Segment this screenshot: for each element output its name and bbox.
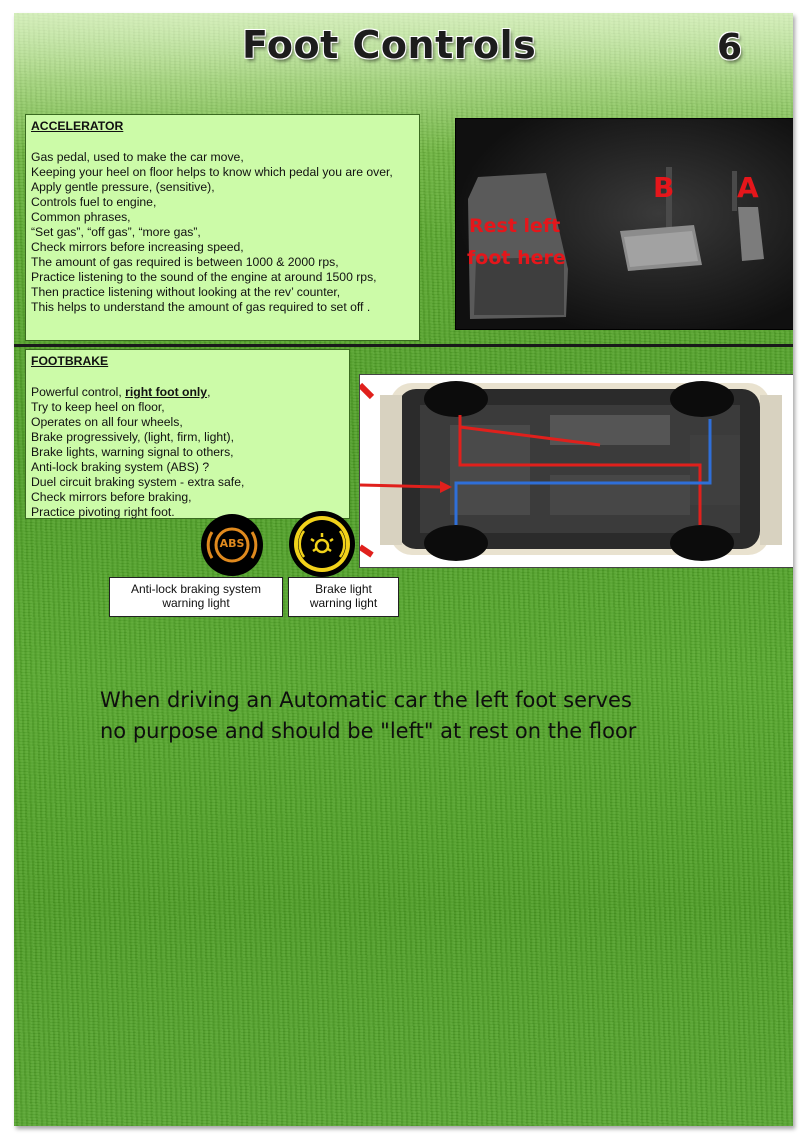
accelerator-line: This helps to understand the amount of g… — [31, 300, 371, 314]
note-line2: no purpose and should be "left" at rest … — [100, 719, 637, 743]
page-number: 6 — [717, 27, 743, 68]
abs-label-line2: warning light — [162, 596, 230, 610]
footbrake-line: Practice pivoting right foot. — [31, 505, 175, 519]
footbrake-heading: FOOTBRAKE — [31, 354, 109, 368]
car-underside-photo — [359, 374, 793, 568]
accelerator-heading: ACCELERATOR — [31, 119, 124, 133]
footbrake-line: Brake progressively, (light, firm, light… — [31, 430, 234, 444]
footbrake-line-1-emphasis: right foot only — [125, 385, 208, 399]
rest-foot-label-line1: Rest left — [469, 215, 561, 237]
accelerator-line: Controls fuel to engine, — [31, 195, 157, 209]
accelerator-line: Gas pedal, used to make the car move, — [31, 150, 244, 164]
abs-label-line1: Anti-lock braking system — [130, 582, 262, 596]
accelerator-line: The amount of gas required is between 10… — [31, 255, 339, 269]
brake-light-label: Brake light warning light — [288, 577, 399, 617]
accelerator-line: Keeping your heel on floor helps to know… — [31, 165, 393, 179]
abs-warning-label: Anti-lock braking system warning light — [109, 577, 283, 617]
footbrake-line-1-prefix: Powerful control, — [31, 385, 126, 399]
pedal-label-a: A — [737, 171, 759, 204]
brake-label-line1: Brake light — [315, 582, 372, 596]
brake-label-line2: warning light — [309, 596, 378, 610]
abs-warning-icon: ABS — [201, 514, 263, 576]
accelerator-box: ACCELERATOR Gas pedal, used to make the … — [25, 114, 420, 341]
rest-foot-label-line2: foot here — [467, 247, 566, 269]
footbrake-line: Try to keep heel on floor, — [31, 400, 165, 414]
footbrake-line-1: Powerful control, right foot only, — [31, 385, 344, 400]
brake-circuit-diagram — [360, 375, 793, 567]
section-divider — [14, 344, 793, 347]
footbrake-line: Anti-lock braking system (ABS) ? — [31, 460, 210, 474]
accelerator-line: Practice listening to the sound of the e… — [31, 270, 377, 284]
accelerator-line: Then practice listening without looking … — [31, 285, 341, 299]
brake-light-warning-icon — [289, 511, 355, 577]
abs-icon-graphic — [206, 527, 258, 563]
page: Foot Controls 6 ACCELERATOR Gas pedal, u… — [14, 13, 793, 1126]
footbrake-line: Duel circuit braking system - extra safe… — [31, 475, 245, 489]
footbrake-line-1-suffix: , — [207, 385, 211, 399]
footbrake-line: Brake lights, warning signal to others, — [31, 445, 234, 459]
pedal-label-b: B — [653, 171, 675, 204]
brake-light-icon-graphic — [294, 516, 350, 572]
page-title: Foot Controls — [242, 23, 537, 67]
accelerator-line: Common phrases, — [31, 210, 131, 224]
footbrake-box: FOOTBRAKE Powerful control, right foot o… — [25, 349, 350, 519]
accelerator-line: Apply gentle pressure, (sensitive), — [31, 180, 215, 194]
abs-icon-text: ABS — [219, 537, 245, 550]
accelerator-line: “Set gas”, “off gas”, “more gas”, — [31, 225, 201, 239]
note-line1: When driving an Automatic car the left f… — [100, 688, 632, 712]
pedal-photo: B A Rest left foot here — [455, 118, 793, 330]
automatic-car-note: When driving an Automatic car the left f… — [100, 685, 760, 747]
pedal-illustration — [456, 119, 793, 329]
footbrake-line: Operates on all four wheels, — [31, 415, 183, 429]
accelerator-line: Check mirrors before increasing speed, — [31, 240, 244, 254]
footbrake-line: Check mirrors before braking, — [31, 490, 192, 504]
